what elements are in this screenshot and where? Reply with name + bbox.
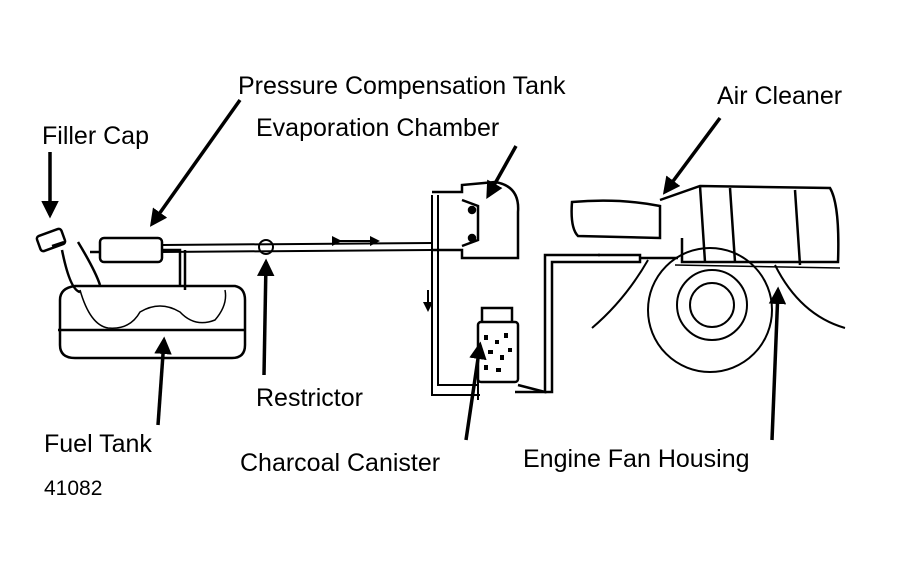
canister-lines [423,195,480,400]
label-air-cleaner: Air Cleaner [717,82,843,110]
charcoal-canister [476,253,600,394]
leader-lines [41,98,787,441]
label-evaporation-chamber: Evaporation Chamber [256,114,500,142]
figure-number: 41082 [44,477,103,500]
label-charcoal-canister: Charcoal Canister [240,449,441,477]
label-restrictor: Restrictor [256,384,363,412]
label-filler-cap: Filler Cap [42,122,149,150]
engine-fan-housing [591,247,846,373]
label-pressure-compensation-tank: Pressure Compensation Tank [238,72,566,100]
fuel-tank [58,241,247,360]
label-fuel-tank: Fuel Tank [44,430,152,458]
evaporation-chamber [432,180,520,260]
pressure-compensation-tank [90,236,187,290]
filler-cap [35,227,67,253]
air-cleaner [570,184,841,269]
label-engine-fan-housing: Engine Fan Housing [523,445,750,473]
vent-line [161,236,433,255]
